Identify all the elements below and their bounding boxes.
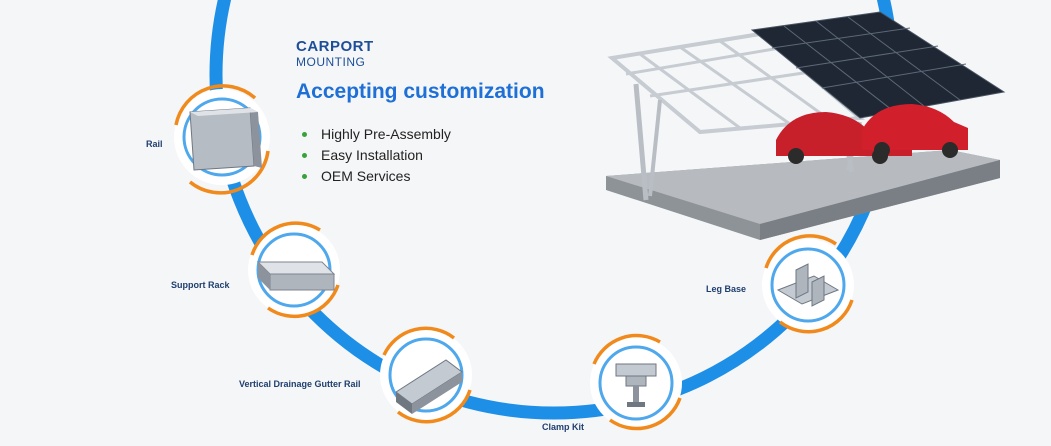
leg-base-badge: [762, 234, 854, 334]
feature-label: Easy Installation: [321, 147, 423, 163]
bullet-icon: [302, 153, 307, 158]
headline: Accepting customization: [296, 80, 545, 103]
bullet-icon: [302, 174, 307, 179]
brand-line-2: MOUNTING: [296, 55, 366, 69]
support-rack-badge: [248, 221, 340, 319]
gutter-rail-badge: [380, 326, 472, 424]
rail-badge: [174, 84, 270, 195]
brand-line-1: CARPORT: [296, 38, 374, 55]
feature-label: OEM Services: [321, 168, 411, 184]
carport-illustration: [606, 11, 1006, 240]
leg-base-label: Leg Base: [706, 284, 747, 294]
feature-item: Easy Installation: [300, 145, 451, 166]
clamp-kit-badge: [590, 333, 682, 431]
feature-list: Highly Pre-Assembly Easy Installation OE…: [300, 124, 451, 187]
feature-label: Highly Pre-Assembly: [321, 126, 451, 142]
support-rack-label: Support Rack: [171, 280, 230, 290]
clamp-kit-label: Clamp Kit: [542, 422, 585, 432]
rail-label: Rail: [146, 139, 163, 149]
gutter-rail-label: Vertical Drainage Gutter Rail: [239, 379, 361, 389]
bullet-icon: [302, 132, 307, 137]
feature-item: Highly Pre-Assembly: [300, 124, 451, 145]
feature-item: OEM Services: [300, 166, 451, 187]
